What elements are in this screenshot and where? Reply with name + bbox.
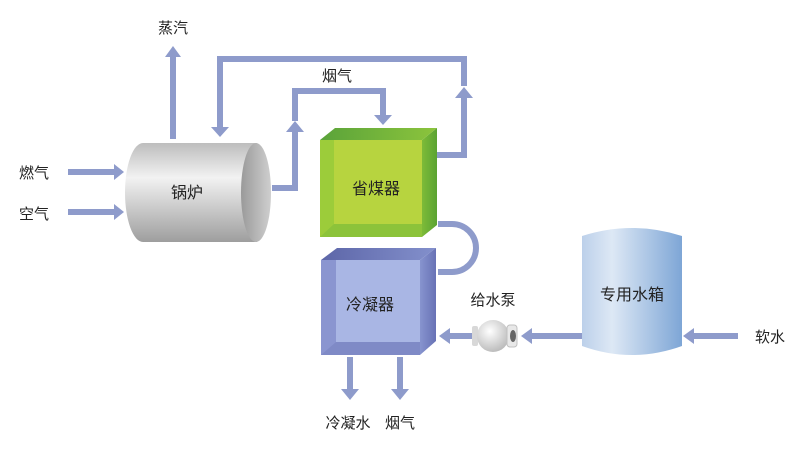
flue-gas-out-arrow [391, 357, 409, 400]
air-in-arrow [68, 204, 124, 220]
gas-in-label: 燃气 [19, 164, 49, 182]
economizer: 省煤器 [320, 128, 437, 237]
gas-in-arrow [68, 164, 124, 180]
feedwater-return-pipe [211, 56, 473, 158]
pump-to-condenser-arrow [439, 328, 472, 344]
boiler-label: 锅炉 [171, 183, 203, 202]
flue-gas-pipe [272, 88, 392, 191]
soft-water-in-arrow [683, 328, 738, 344]
flue-gas-top-label: 烟气 [322, 67, 352, 85]
condensate-out-label: 冷凝水 [325, 414, 370, 432]
soft-water-in-label: 软水 [755, 328, 785, 346]
economizer-condenser-u-bend [438, 221, 479, 275]
feed-pump: 给水泵 [470, 291, 518, 352]
condensate-out-arrow [341, 357, 359, 400]
steam-out-label: 蒸汽 [158, 19, 188, 37]
economizer-label: 省煤器 [352, 179, 400, 198]
boiler: 锅炉 [125, 143, 271, 242]
condenser: 冷凝器 [321, 248, 436, 355]
water-tank-label: 专用水箱 [600, 285, 664, 304]
water-tank: 专用水箱 [582, 228, 682, 355]
feed-pump-label: 给水泵 [470, 291, 515, 309]
tank-to-pump-arrow [521, 328, 582, 344]
steam-out-arrow [165, 46, 181, 139]
condenser-label: 冷凝器 [346, 295, 394, 314]
pipes [68, 46, 738, 400]
air-in-label: 空气 [19, 205, 49, 223]
flue-gas-out-label: 烟气 [385, 414, 415, 432]
